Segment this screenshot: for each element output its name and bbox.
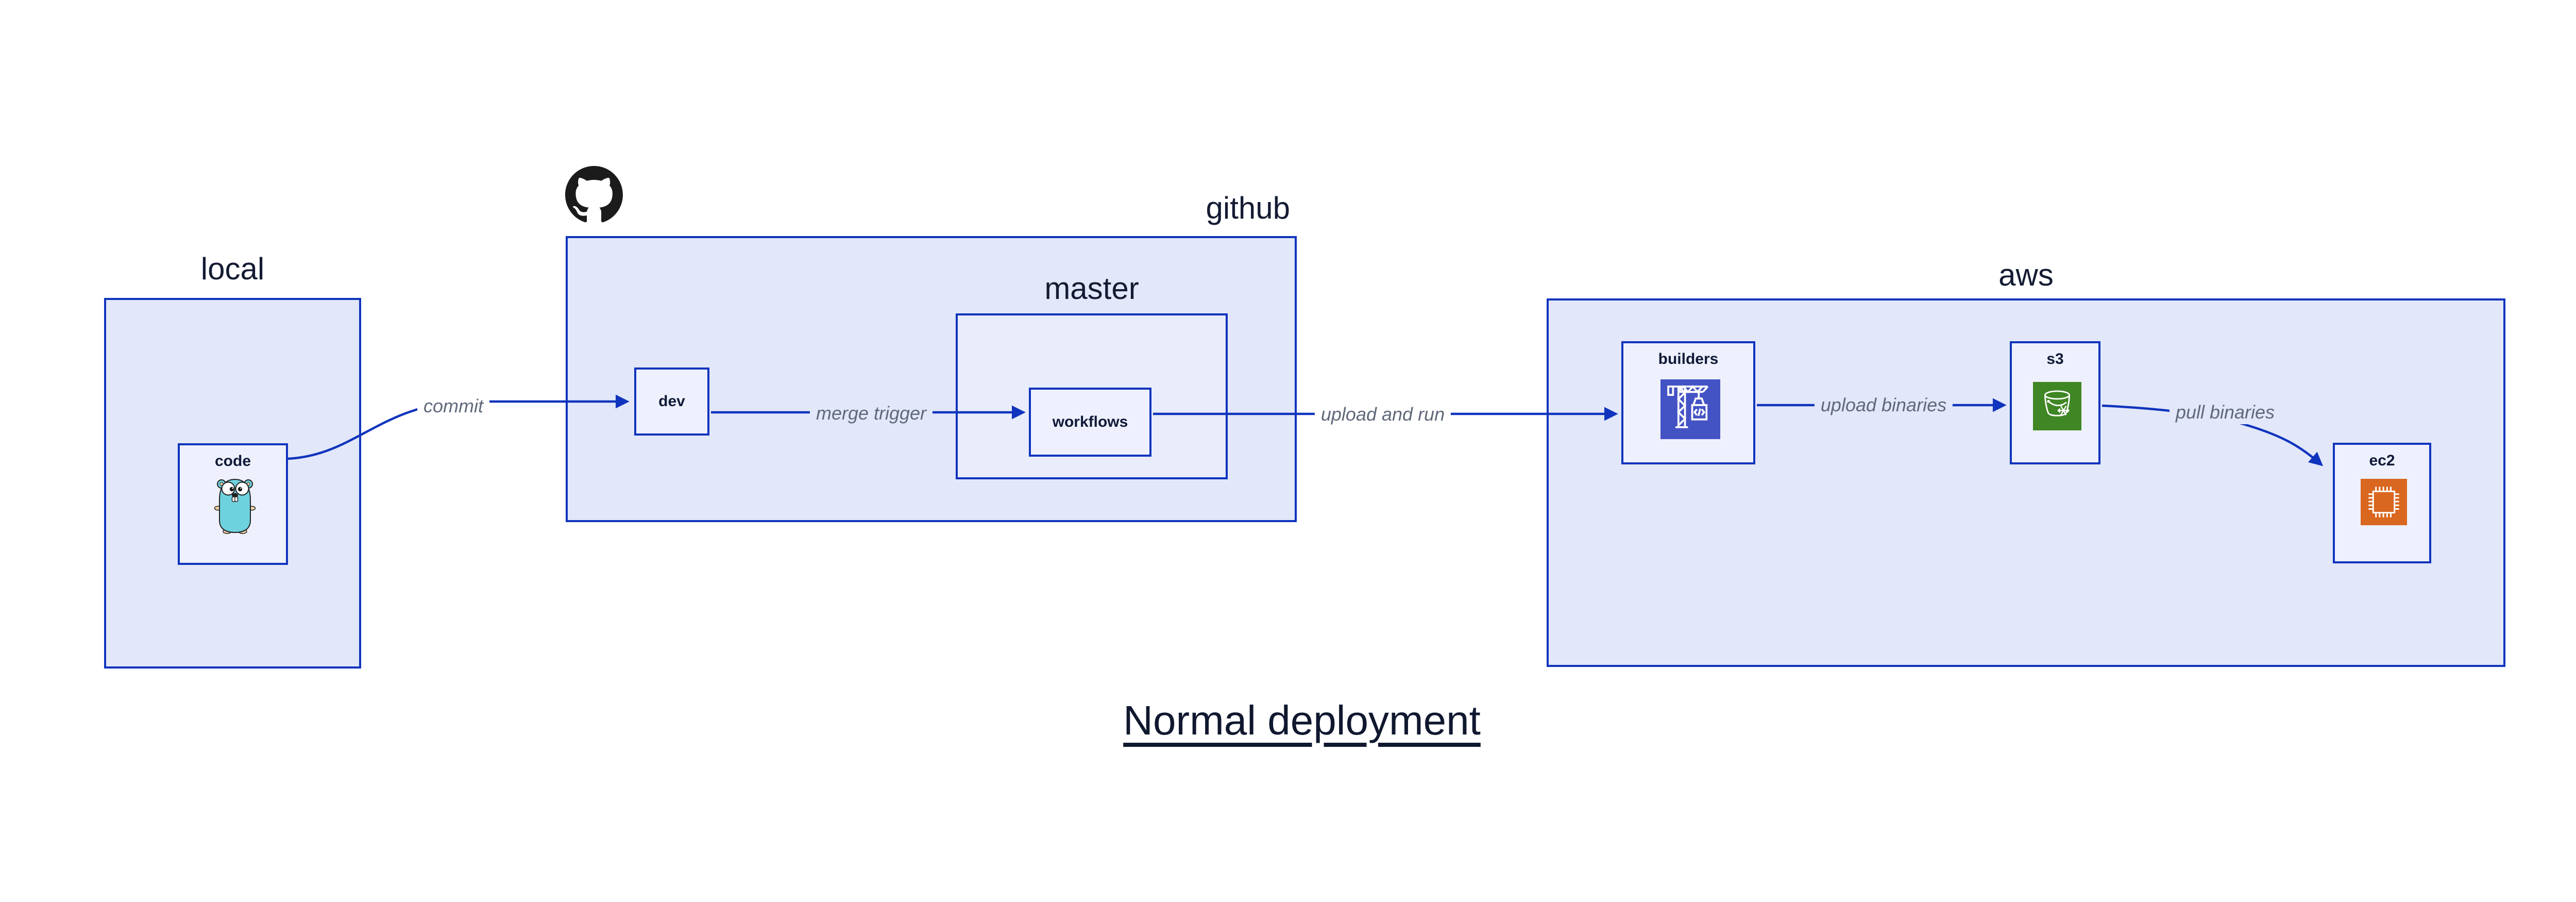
diagram-title-text: Normal deployment xyxy=(1123,697,1481,743)
node-label-code: code xyxy=(214,453,251,470)
group-label-github: github xyxy=(1206,191,1290,225)
group-label-local: local xyxy=(200,252,265,286)
group-label-master: master xyxy=(1044,271,1139,306)
edge-label-commit: commit xyxy=(417,394,489,418)
aws-ec2-chip-icon xyxy=(2361,479,2407,525)
github-octocat-icon xyxy=(565,166,623,223)
edge-label-upload-binaries: upload binaries xyxy=(1814,393,1953,417)
node-workflows: workflows xyxy=(1029,388,1151,457)
node-label-ec2: ec2 xyxy=(2369,452,2395,469)
group-label-aws: aws xyxy=(1998,258,2054,292)
node-label-workflows: workflows xyxy=(1052,413,1128,430)
edge-label-upload-and-run: upload and run xyxy=(1314,403,1451,426)
edge-label-pull-binaries: pull binaries xyxy=(2169,400,2281,424)
node-builders: builders xyxy=(1621,341,1755,464)
go-gopher-icon xyxy=(214,478,256,534)
node-label-dev: dev xyxy=(658,393,685,410)
aws-s3-bucket-snowflake-icon xyxy=(2033,382,2081,430)
aws-codebuild-crane-icon xyxy=(1660,379,1720,439)
node-label-builders: builders xyxy=(1658,350,1719,368)
node-dev: dev xyxy=(634,368,709,436)
node-code: code xyxy=(178,443,288,565)
edge-label-merge-trigger: merge trigger xyxy=(809,402,933,425)
node-ec2: ec2 xyxy=(2333,443,2431,563)
diagram-title: Normal deployment xyxy=(0,697,2576,744)
node-s3: s3 xyxy=(2010,341,2100,464)
node-label-s3: s3 xyxy=(2046,350,2064,368)
